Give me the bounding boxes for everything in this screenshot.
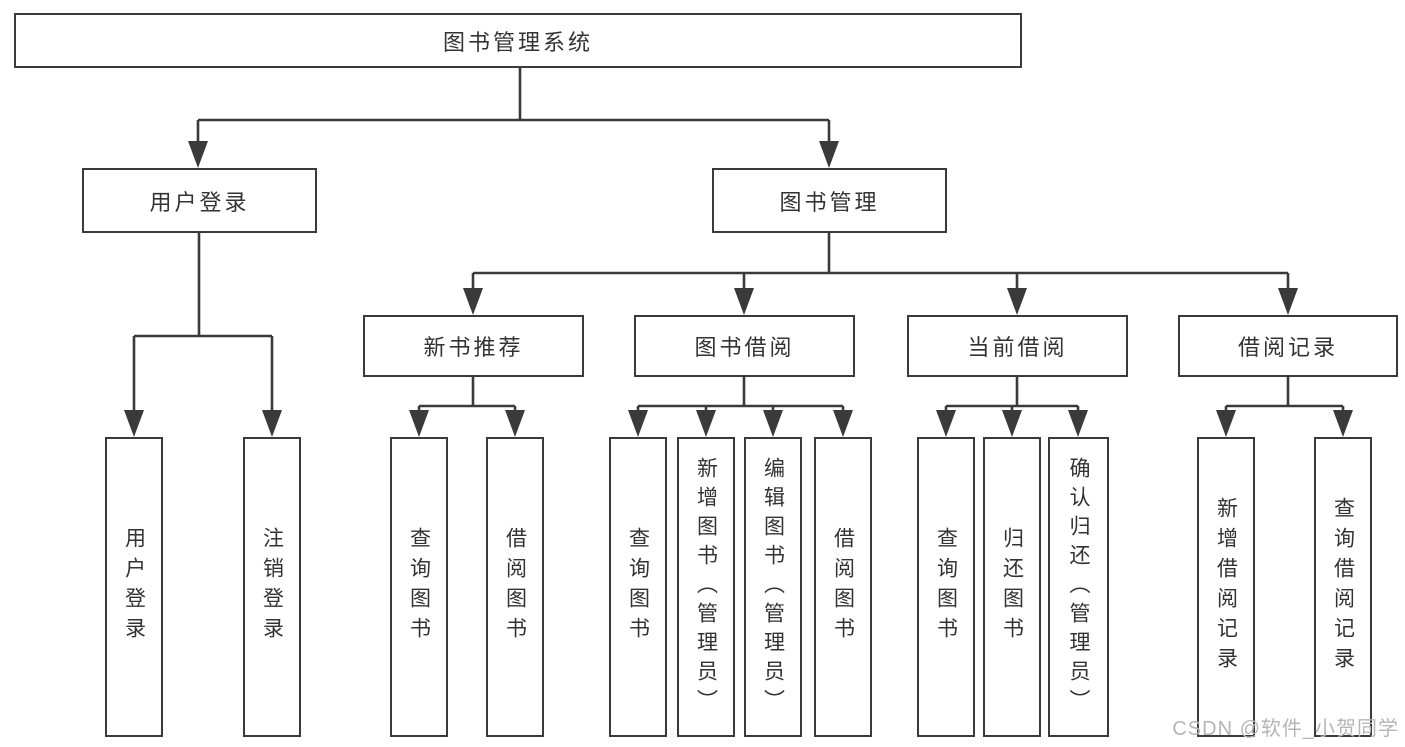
leaf-edit-books-admin: 编辑图书（管理员） bbox=[744, 437, 802, 737]
node-user-login: 用户登录 bbox=[82, 168, 317, 233]
leaf-return-books: 归还图书 bbox=[983, 437, 1041, 737]
arrowheads bbox=[124, 141, 1353, 437]
node-root-label: 图书管理系统 bbox=[442, 29, 593, 55]
leaf-user-login-label: 用户登录 bbox=[122, 527, 146, 647]
node-book-borrowing-label: 图书借阅 bbox=[694, 335, 795, 360]
leaf-query-books-borrowing-label: 查询图书 bbox=[626, 527, 650, 647]
leaf-return-books-label: 归还图书 bbox=[1000, 527, 1024, 647]
leaf-add-books-admin-label: 新增图书（管理员） bbox=[694, 456, 718, 718]
node-borrowing-records-label: 借阅记录 bbox=[1237, 335, 1338, 360]
leaf-query-books-recommend-label: 查询图书 bbox=[407, 527, 431, 647]
leaf-borrow-books-recommend: 借阅图书 bbox=[486, 437, 544, 737]
leaf-query-borrow-record-label: 查询借阅记录 bbox=[1331, 497, 1355, 677]
leaf-user-login: 用户登录 bbox=[105, 437, 163, 737]
leaf-query-books-current: 查询图书 bbox=[917, 437, 975, 737]
node-new-book-recommend: 新书推荐 bbox=[363, 315, 584, 377]
node-book-borrowing: 图书借阅 bbox=[634, 315, 855, 377]
leaf-query-books-recommend: 查询图书 bbox=[390, 437, 448, 737]
node-book-management-label: 图书管理 bbox=[779, 189, 880, 215]
node-book-management: 图书管理 bbox=[712, 168, 947, 233]
leaf-query-books-borrowing: 查询图书 bbox=[609, 437, 667, 737]
leaf-add-borrow-record-label: 新增借阅记录 bbox=[1214, 497, 1238, 677]
leaf-logout: 注销登录 bbox=[243, 437, 301, 737]
node-new-book-recommend-label: 新书推荐 bbox=[423, 335, 524, 360]
leaf-query-books-current-label: 查询图书 bbox=[934, 527, 958, 647]
leaf-logout-label: 注销登录 bbox=[260, 527, 284, 647]
leaf-borrow-books-borrowing: 借阅图书 bbox=[814, 437, 872, 737]
node-borrowing-records: 借阅记录 bbox=[1178, 315, 1398, 377]
leaf-confirm-return-admin-label: 确认归还（管理员） bbox=[1067, 456, 1090, 718]
leaf-query-borrow-record: 查询借阅记录 bbox=[1314, 437, 1372, 737]
leaf-borrow-books-recommend-label: 借阅图书 bbox=[503, 527, 527, 647]
leaf-add-borrow-record: 新增借阅记录 bbox=[1197, 437, 1255, 737]
node-root: 图书管理系统 bbox=[14, 13, 1022, 68]
leaf-confirm-return-admin: 确认归还（管理员） bbox=[1048, 437, 1109, 737]
leaf-borrow-books-borrowing-label: 借阅图书 bbox=[831, 527, 855, 647]
node-user-login-label: 用户登录 bbox=[149, 189, 250, 215]
leaf-edit-books-admin-label: 编辑图书（管理员） bbox=[761, 456, 785, 718]
node-current-borrowing-label: 当前借阅 bbox=[967, 335, 1068, 360]
leaf-add-books-admin: 新增图书（管理员） bbox=[677, 437, 735, 737]
node-current-borrowing: 当前借阅 bbox=[907, 315, 1128, 377]
csdn-watermark: CSDN @软件_小贺同学 bbox=[1172, 718, 1399, 740]
